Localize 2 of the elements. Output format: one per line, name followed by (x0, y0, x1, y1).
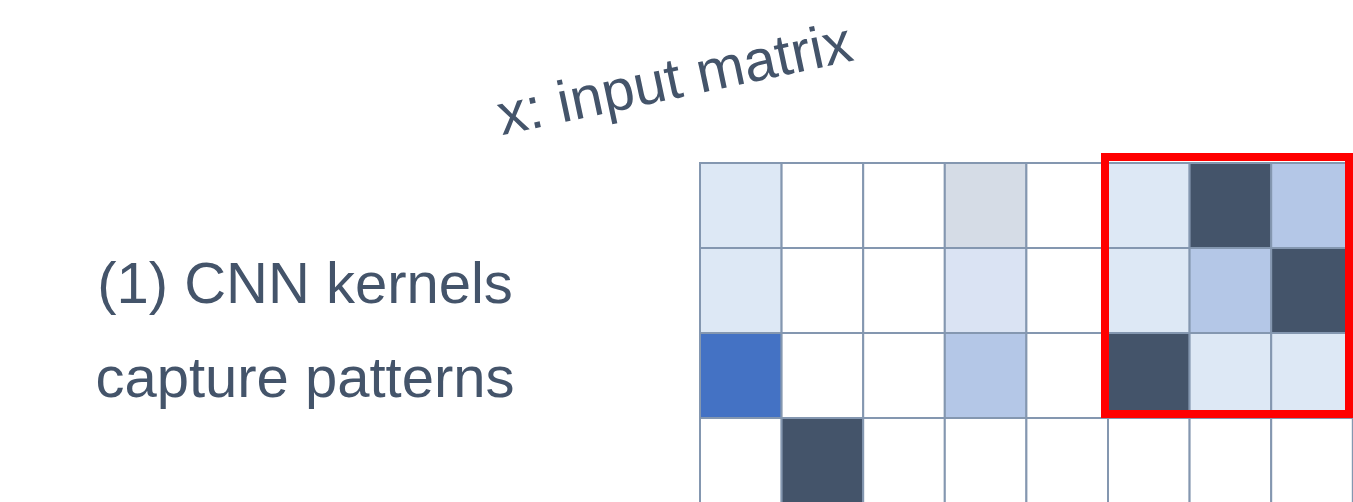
matrix-title: x: input matrix (490, 7, 859, 150)
caption-text: (1) CNN kernels capture patterns (94, 249, 516, 411)
